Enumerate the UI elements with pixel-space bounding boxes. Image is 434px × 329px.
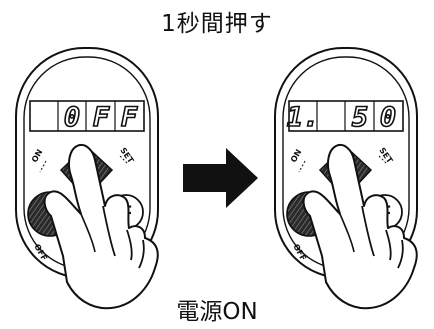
- right-arrow-icon: [183, 148, 258, 208]
- instruction-power-on: 電源ON: [176, 299, 258, 325]
- display-digit-3: F: [93, 102, 110, 133]
- device-off-state: 0 F F ON SET OFF F: [15, 47, 159, 310]
- display-digit-4: F: [121, 102, 138, 133]
- display-digit-4: 0: [380, 102, 396, 133]
- device-on-state: 1. 5 0 ON SET OFF F: [274, 47, 418, 310]
- display-digit-3: 5: [352, 102, 368, 133]
- display-digit-2: 0: [64, 102, 80, 133]
- instruction-hold-1-second: 1秒間押す: [161, 11, 273, 37]
- display-digit-1: 1.: [287, 102, 320, 133]
